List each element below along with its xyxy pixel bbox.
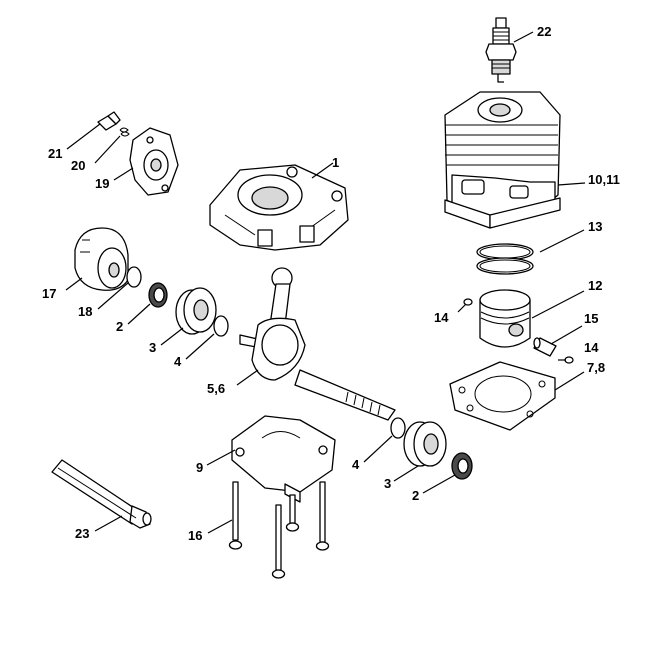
callout-2-left: 2 [116, 319, 123, 334]
callout-3-left: 3 [149, 340, 156, 355]
circlip-lower [564, 356, 574, 364]
piston-rings [476, 243, 534, 275]
piston [479, 289, 531, 348]
washer-left [213, 315, 229, 337]
leader-lines [65, 31, 586, 534]
callout-4-left: 4 [174, 354, 182, 369]
callout-labels: 22 1 10,11 13 12 14 15 14 7,8 21 20 19 1… [42, 24, 620, 543]
oil-seal-left [148, 282, 168, 308]
callout-4-right: 4 [352, 457, 360, 472]
crankcase-lower [231, 415, 336, 503]
callout-7-8: 7,8 [587, 360, 605, 375]
ball-bearing-left [175, 287, 217, 335]
callout-13: 13 [588, 219, 602, 234]
cylinder [444, 91, 561, 229]
crankshaft [239, 267, 396, 421]
callout-14-lower: 14 [584, 340, 599, 355]
oil-seal-right [451, 452, 473, 480]
callout-22: 22 [537, 24, 551, 39]
callout-1: 1 [332, 155, 339, 170]
grease-tube [51, 459, 152, 529]
spark-plug [485, 17, 517, 83]
callout-20: 20 [71, 158, 85, 173]
crankcase-upper [209, 164, 349, 251]
callout-16: 16 [188, 528, 202, 543]
callout-12: 12 [588, 278, 602, 293]
callout-14-upper: 14 [434, 310, 449, 325]
callout-21: 21 [48, 146, 62, 161]
washer [126, 266, 142, 288]
callout-3-right: 3 [384, 476, 391, 491]
circlip-upper [463, 298, 473, 306]
callout-18: 18 [78, 304, 92, 319]
callout-5-6: 5,6 [207, 381, 225, 396]
elbow-fitting [97, 111, 121, 131]
cylinder-gasket [449, 361, 556, 431]
fan-housing-flange [129, 127, 179, 196]
callout-19: 19 [95, 176, 109, 191]
washer-right [390, 417, 406, 439]
callout-2-right: 2 [412, 488, 419, 503]
ball-bearing-right [403, 421, 447, 467]
spring [119, 127, 130, 137]
callout-10-11: 10,11 [588, 172, 620, 187]
flywheel [74, 227, 129, 291]
callout-17: 17 [42, 286, 56, 301]
piston-pin [533, 337, 557, 357]
callout-15: 15 [584, 311, 598, 326]
callout-23: 23 [75, 526, 89, 541]
screws [228, 481, 330, 579]
callout-9: 9 [196, 460, 203, 475]
